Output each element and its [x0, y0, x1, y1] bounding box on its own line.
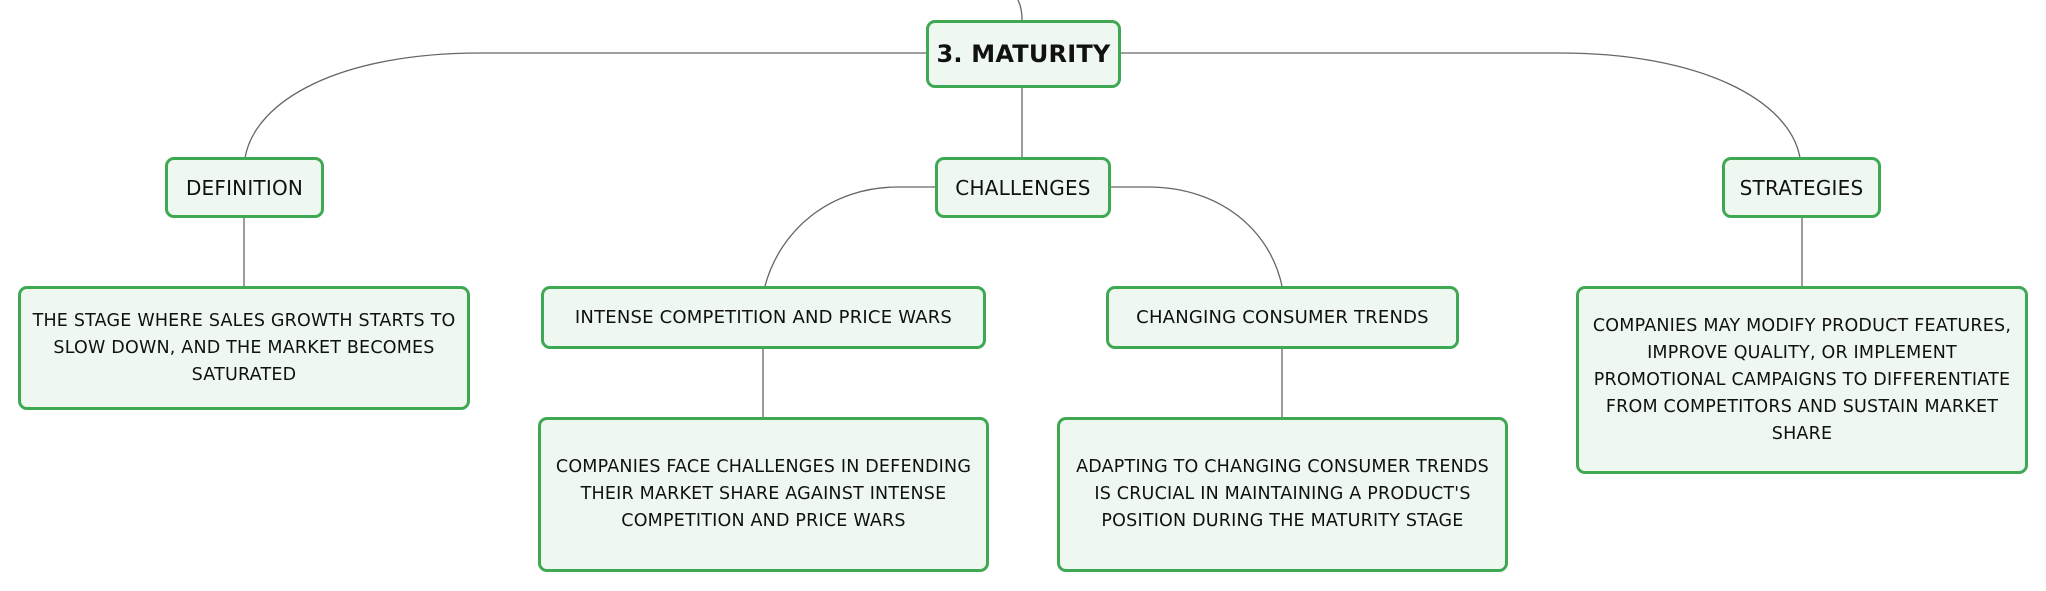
node-definition[interactable]: DEFINITION [165, 157, 324, 218]
node-definition-detail[interactable]: THE STAGE WHERE SALES GROWTH STARTS TO S… [18, 286, 470, 410]
node-maturity-root[interactable]: 3. MATURITY [926, 20, 1121, 88]
connector-root-to-definition [244, 52, 928, 159]
node-changing-consumer-trends[interactable]: CHANGING CONSUMER TRENDS [1106, 286, 1459, 349]
connector-parent-to-root [1017, 0, 1023, 21]
node-trends-detail[interactable]: ADAPTING TO CHANGING CONSUMER TRENDS IS … [1057, 417, 1508, 572]
node-competition-detail[interactable]: COMPANIES FACE CHALLENGES IN DEFENDING T… [538, 417, 989, 572]
node-strategies[interactable]: STRATEGIES [1722, 157, 1881, 218]
connector-root-to-strategies [1119, 52, 1801, 159]
connector-challenges-to-competition [764, 186, 937, 287]
connector-challenges-to-trends [1109, 186, 1283, 287]
node-intense-competition[interactable]: INTENSE COMPETITION AND PRICE WARS [541, 286, 986, 349]
node-strategies-detail[interactable]: COMPANIES MAY MODIFY PRODUCT FEATURES, I… [1576, 286, 2028, 474]
node-challenges[interactable]: CHALLENGES [935, 157, 1111, 218]
